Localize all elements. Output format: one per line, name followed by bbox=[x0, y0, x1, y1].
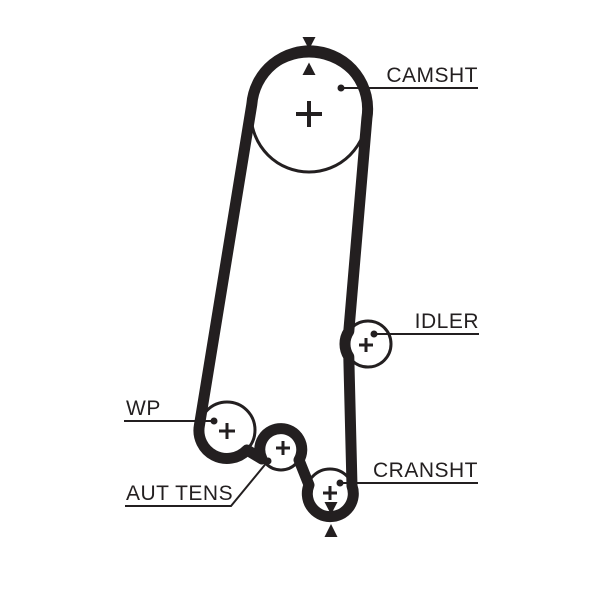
camshaft-center-cross-icon bbox=[296, 101, 322, 127]
idler-label: IDLER bbox=[415, 310, 479, 333]
camshaft-label: CAMSHT bbox=[386, 64, 478, 87]
water-pump-leader bbox=[124, 417, 218, 425]
idler-center-cross-icon bbox=[359, 338, 373, 352]
crankshaft-timing-mark-up-arrow-icon bbox=[324, 524, 338, 537]
tensioner-center-cross-icon bbox=[276, 441, 290, 455]
water-pump-leader-dot bbox=[210, 417, 218, 425]
timing-belt bbox=[193, 45, 374, 523]
crankshaft-leader-dot bbox=[336, 479, 344, 487]
tensioner-leader-dot bbox=[264, 457, 272, 465]
water-pump-center-cross-icon bbox=[219, 423, 235, 439]
camshaft-timing-mark-up-arrow-icon bbox=[302, 62, 316, 75]
crankshaft-label: CRANSHT bbox=[373, 459, 478, 482]
camshaft-leader bbox=[337, 84, 478, 92]
tensioner-label: AUT TENS bbox=[126, 482, 233, 505]
crankshaft-leader bbox=[336, 479, 478, 487]
camshaft-timing-mark-down-arrow-icon bbox=[302, 37, 316, 50]
water-pump-label: WP bbox=[126, 397, 161, 420]
idler-leader bbox=[370, 330, 479, 338]
crankshaft-center-cross-icon bbox=[323, 486, 337, 500]
tensioner-leader bbox=[125, 457, 272, 507]
idler-leader-dot bbox=[370, 330, 378, 338]
camshaft-leader-dot bbox=[337, 84, 345, 92]
crankshaft-timing-mark-down-arrow-icon bbox=[324, 502, 338, 515]
